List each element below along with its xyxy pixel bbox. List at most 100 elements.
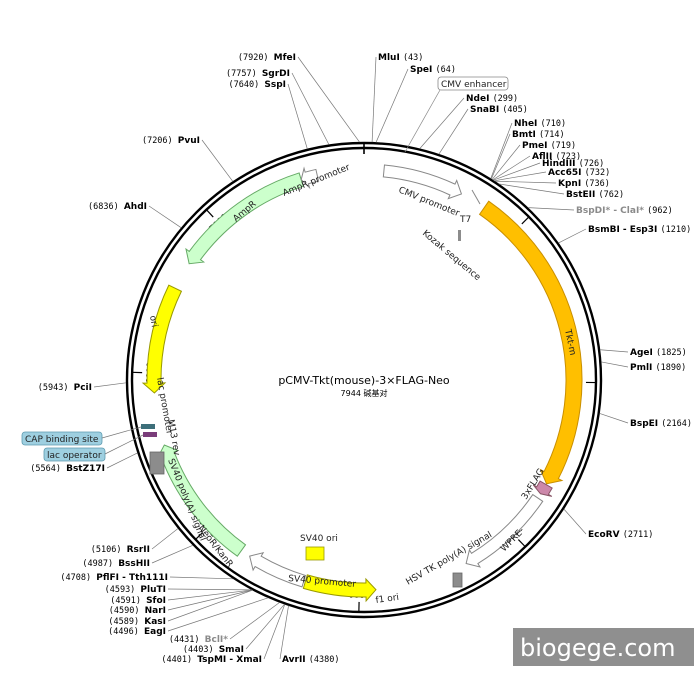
site-position: (2164) <box>661 419 692 429</box>
site-enzyme-name: RsrII <box>127 545 150 555</box>
site-position: (4380) <box>309 655 340 665</box>
site-position: (1825) <box>656 348 687 358</box>
site-position: (710) <box>541 119 567 129</box>
tick-mark <box>195 532 204 540</box>
site-position: (4431) <box>169 635 205 645</box>
site-position: (43) <box>403 53 423 63</box>
site-position: (4593) <box>105 585 141 595</box>
site-leader <box>169 576 234 580</box>
site-leader-layer <box>93 56 629 660</box>
watermark-text: biogege.com <box>520 634 675 662</box>
restriction-site-label: EcoRV (2711) <box>588 530 653 540</box>
site-enzyme-name: AflII <box>532 152 555 162</box>
site-leader <box>491 133 511 180</box>
plasmid-name: pCMV-Tkt(mouse)-3×FLAG-Neo <box>278 374 450 387</box>
site-enzyme-name: MluI <box>378 53 403 63</box>
site-leader <box>151 528 179 550</box>
site-leader <box>375 68 409 143</box>
restriction-site-label: BspEI (2164) <box>630 419 692 429</box>
site-position: (5564) <box>30 464 66 474</box>
site-position: (962) <box>647 206 673 216</box>
site-leader <box>494 171 547 182</box>
site-enzyme-name: EagI <box>144 627 166 637</box>
feature-f1-ori <box>302 574 377 603</box>
lac-operator-box <box>43 447 106 462</box>
site-leader <box>438 108 469 155</box>
feature-neor-kanr <box>156 444 247 557</box>
site-position: (7640) <box>229 80 265 90</box>
site-enzyme-name: SgrDI <box>262 69 290 79</box>
site-position: (1890) <box>656 363 687 373</box>
site-leader <box>599 413 629 424</box>
restriction-site-label: (4401) TspMI - XmaI <box>161 655 262 665</box>
cap-binding-leader <box>101 426 142 439</box>
feature-tkt-m <box>478 200 583 485</box>
site-position: (762) <box>599 190 625 200</box>
site-enzyme-name: NdeI <box>466 94 493 104</box>
tick-mark <box>517 539 526 548</box>
site-leader <box>493 162 541 181</box>
restriction-site-label: (4987) BssHII <box>82 559 150 569</box>
restriction-site-label: (7757) SgrDI <box>226 69 290 79</box>
site-enzyme-name: PflFI - Tth111I <box>96 573 168 583</box>
lac-operator-label: lac operator <box>47 451 102 461</box>
site-position: (4591) <box>110 596 146 606</box>
feature-cmv-promoter <box>382 164 463 200</box>
tick-mark <box>205 209 214 218</box>
site-position: (299) <box>493 94 519 104</box>
restriction-site-label: BmtI (714) <box>512 130 565 140</box>
site-enzyme-name: AgeI <box>630 348 656 358</box>
site-position: (4401) <box>161 655 197 665</box>
site-leader <box>291 72 330 145</box>
sv40-polya-marker <box>149 451 165 475</box>
site-leader <box>287 83 308 149</box>
feature-ampr-promoter <box>300 166 320 190</box>
restriction-site-label: BstEII (762) <box>566 190 624 200</box>
watermark-background <box>513 628 694 666</box>
restriction-site-label: (6836) AhdI <box>88 202 147 212</box>
site-leader <box>492 155 531 181</box>
site-leader <box>201 139 234 182</box>
site-enzyme-name: SspI <box>264 80 286 90</box>
site-leader <box>494 180 557 184</box>
site-leader <box>167 589 253 611</box>
restriction-site-label: (7206) PvuI <box>142 136 200 146</box>
ori-label: ori <box>147 315 159 328</box>
site-enzyme-name: BspEI <box>630 419 661 429</box>
site-position: (2711) <box>623 530 654 540</box>
site-enzyme-name: PmeI <box>522 141 551 151</box>
site-leader <box>498 183 565 195</box>
restriction-site-label: (5564) BstZ17I <box>30 464 105 474</box>
f1-ori-label: f1 ori <box>375 593 400 606</box>
site-enzyme-name: PmlI <box>630 363 656 373</box>
restriction-site-label: NheI (710) <box>514 119 566 129</box>
site-position: (4708) <box>60 573 96 583</box>
site-enzyme-name: BsmBI - Esp3I <box>588 225 661 235</box>
site-enzyme-name: PciI <box>74 383 92 393</box>
cmv-enhancer-leader <box>404 89 441 153</box>
restriction-site-label: (4589) KasI <box>108 617 166 627</box>
restriction-site-label: (4496) EagI <box>108 627 166 637</box>
site-position: (723) <box>555 152 581 162</box>
restriction-site-label: HindIII (726) <box>542 159 604 169</box>
cmv-enhancer-label: CMV enhancer <box>441 80 507 90</box>
restriction-site-label: AflII (723) <box>532 152 581 162</box>
site-position: (732) <box>585 168 611 178</box>
site-enzyme-name: KpnI <box>558 179 584 189</box>
restriction-site-label: (4708) PflFI - Tth111I <box>60 573 168 583</box>
restriction-site-label: (4403) SmaI <box>183 645 244 655</box>
feature-ampr <box>185 172 304 265</box>
restriction-site-label: (5106) RsrII <box>91 545 150 555</box>
site-leader <box>151 545 193 564</box>
sv40-ori-label: SV40 ori <box>300 534 338 544</box>
feature-3xflag <box>532 480 553 497</box>
site-enzyme-name: PvuI <box>178 136 200 146</box>
site-position: (5943) <box>38 383 74 393</box>
site-position: (7206) <box>142 136 178 146</box>
restriction-site-label: BsmBI - Esp3I (1210) <box>588 225 691 235</box>
restriction-site-label: (4431) BclI* <box>169 635 228 645</box>
site-enzyme-name: BclI* <box>205 635 229 645</box>
site-position: (726) <box>579 159 605 169</box>
restriction-site-label: PmlI (1890) <box>630 363 686 373</box>
